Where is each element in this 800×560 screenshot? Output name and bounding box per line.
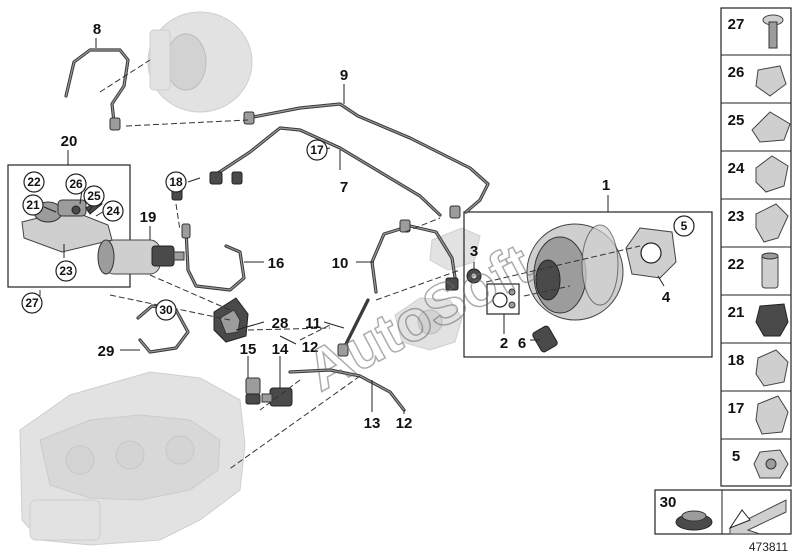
label-10: 10: [332, 255, 349, 272]
label-8: 8: [93, 21, 101, 38]
hose-9: [246, 102, 490, 214]
clip-18-icon: [755, 349, 789, 387]
gasket-plate-icon: [625, 227, 677, 279]
clip-26-icon: [755, 65, 787, 97]
bolt-icon: [762, 14, 784, 49]
reference-number: 473811: [748, 540, 788, 554]
label-29: 29: [98, 343, 115, 360]
legend-label-27: 27: [728, 16, 745, 33]
bracket-29: [136, 304, 190, 354]
label-3: 3: [470, 243, 478, 260]
legend-label-22: 22: [728, 256, 745, 273]
dashed-routing-lines: [39, 59, 641, 471]
grommet-21-icon: [755, 303, 789, 337]
label-14: 14: [272, 341, 289, 358]
label-27: 27: [25, 296, 39, 310]
brake-booster-icon: [526, 223, 624, 321]
legend-label-5: 5: [732, 448, 740, 465]
label-11: 11: [305, 315, 321, 332]
label-12-lower: 12: [396, 415, 413, 432]
label-9: 9: [340, 67, 348, 84]
label-19: 19: [140, 209, 157, 226]
hose-16: [184, 228, 246, 292]
label-12-upper: 12: [302, 339, 319, 356]
label-16: 16: [268, 255, 285, 272]
label-7: 7: [340, 179, 348, 196]
label-18: 18: [169, 175, 183, 189]
clip-17-icon: [755, 395, 789, 435]
nut-5-icon: [753, 449, 789, 479]
clip-23-icon: [755, 203, 789, 243]
ghost-brake-booster-top: [147, 11, 253, 113]
sleeve-22-icon: [761, 252, 779, 289]
callout-circles: [21, 139, 695, 321]
label-6: 6: [518, 335, 526, 352]
legend-label-25: 25: [728, 112, 745, 129]
legend-label-24: 24: [728, 160, 745, 177]
label-15: 15: [240, 341, 257, 358]
label-26: 26: [69, 177, 83, 191]
hose-7: [213, 126, 442, 217]
hose-connectors: [109, 111, 461, 357]
legend-label-23: 23: [728, 208, 745, 225]
legend-labels: 27 26 25 24 23 22 21 18 17 5 30: [660, 16, 745, 511]
label-25: 25: [87, 189, 101, 203]
vacuum-pump-icon: [21, 199, 113, 253]
group-box-20: [7, 164, 131, 288]
hose-11: [342, 298, 370, 350]
label-1: 1: [602, 177, 610, 194]
label-20: 20: [61, 133, 78, 150]
label-2: 2: [500, 335, 508, 352]
label-22: 22: [27, 175, 41, 189]
label-24: 24: [106, 204, 120, 218]
sensor-15-icon: [245, 377, 261, 405]
ghost-engine-block: [19, 371, 246, 546]
legend-label-26: 26: [728, 64, 745, 81]
clip-nut-25-icon: [751, 111, 791, 143]
electric-pump-19-icon: [97, 239, 185, 275]
label-17: 17: [310, 143, 324, 157]
part-labels: 1 2 3 4 5 6 7 8 9 10 11 12 12 13 14 15 1…: [25, 21, 687, 432]
legend-label-17: 17: [728, 400, 745, 417]
check-valve-6-icon: [532, 325, 558, 353]
seal-ring-icon: [486, 283, 520, 315]
label-4: 4: [662, 289, 671, 306]
label-23: 23: [59, 264, 73, 278]
legend-label-21: 21: [728, 304, 745, 321]
damper-28-icon: [213, 297, 249, 343]
grommet-30-icon: [675, 510, 713, 531]
label-30: 30: [159, 303, 173, 317]
legend-label-30: 30: [660, 494, 677, 511]
arrow-icon: [728, 499, 787, 535]
clip-24-icon: [755, 155, 789, 193]
label-21: 21: [26, 198, 40, 212]
label-13: 13: [364, 415, 381, 432]
ghost-pump: [394, 297, 463, 351]
legend-column: [654, 7, 792, 535]
sensor-14-icon: [261, 387, 293, 407]
legend-label-18: 18: [728, 352, 745, 369]
group-box-1: [463, 211, 713, 358]
label-28: 28: [272, 315, 289, 332]
label-5: 5: [681, 219, 688, 233]
hose-8: [64, 48, 130, 124]
